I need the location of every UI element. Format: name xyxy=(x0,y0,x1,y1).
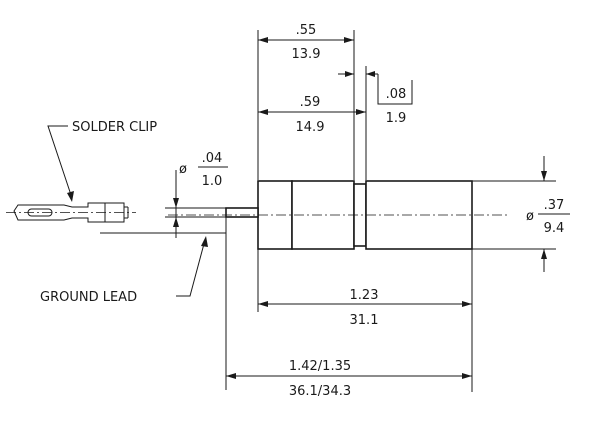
mid-body-dim-in: .59 xyxy=(300,95,321,110)
body-length-mm: 31.1 xyxy=(350,313,379,328)
ground-lead-label: GROUND LEAD xyxy=(40,290,137,305)
mid-body-dim-mm: 14.9 xyxy=(296,120,325,135)
overall-length-in: 1.42/1.35 xyxy=(289,359,351,374)
solder-clip-callout: SOLDER CLIP xyxy=(47,120,157,202)
groove-dimension: .08 1.9 xyxy=(338,66,413,180)
overall-length-dimension: 1.42/1.35 36.1/34.3 xyxy=(225,217,472,399)
lead-dia-mm: 1.0 xyxy=(202,174,223,189)
overall-length-mm: 36.1/34.3 xyxy=(289,384,351,399)
front-body-dim-mm: 13.9 xyxy=(292,47,321,62)
body-dia-mm: 9.4 xyxy=(544,221,565,236)
front-body-dimension: .55 13.9 xyxy=(257,23,355,180)
body-diameter-symbol: ø xyxy=(526,209,534,224)
front-body-dim-in: .55 xyxy=(296,23,317,38)
body-dia-in: .37 xyxy=(544,198,565,213)
body-length-dimension: 1.23 31.1 xyxy=(257,249,473,392)
solder-clip-label: SOLDER CLIP xyxy=(72,120,157,135)
lead-diameter-symbol: ø xyxy=(179,162,187,177)
groove-dim-in: .08 xyxy=(386,87,407,102)
lead-dia-in: .04 xyxy=(202,151,223,166)
ground-lead-callout: GROUND LEAD xyxy=(40,236,208,305)
lead-diameter-dimension: ø .04 1.0 xyxy=(100,151,228,238)
solder-clip-part xyxy=(6,202,136,223)
body-length-in: 1.23 xyxy=(350,288,379,303)
connector-body xyxy=(168,180,510,250)
groove-dim-mm: 1.9 xyxy=(386,111,407,126)
body-diameter-dimension: ø .37 9.4 xyxy=(472,156,570,272)
mid-body-dimension: .59 14.9 xyxy=(258,95,366,135)
